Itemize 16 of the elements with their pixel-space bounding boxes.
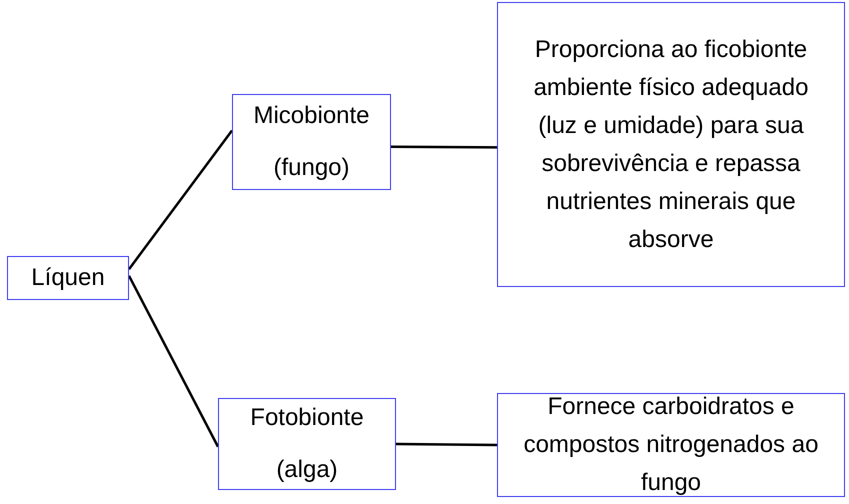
connector-line: [396, 442, 498, 446]
box-text: (fungo): [273, 153, 350, 183]
connector-line: [128, 275, 220, 448]
box-text: (alga): [276, 455, 338, 485]
connector-line: [128, 130, 233, 270]
box-text: Fotobionte: [250, 403, 364, 433]
connector-line: [391, 146, 497, 149]
box-text: Proporciona ao ficobionte ambiente físico adequado (luz e umidade) para sua sobrevivência e repassa nutrientes minerais que absorve: [532, 34, 810, 254]
box-text: Fornece carboidratos e compostos nitrogenados ao fungo: [522, 392, 820, 498]
box-text: Micobionte: [253, 101, 370, 131]
box-text: Líquen: [31, 263, 105, 293]
text-box: [7, 256, 129, 300]
text-box: [497, 393, 845, 497]
text-box: [218, 398, 396, 490]
text-box: [497, 2, 845, 287]
text-box: [232, 94, 391, 190]
